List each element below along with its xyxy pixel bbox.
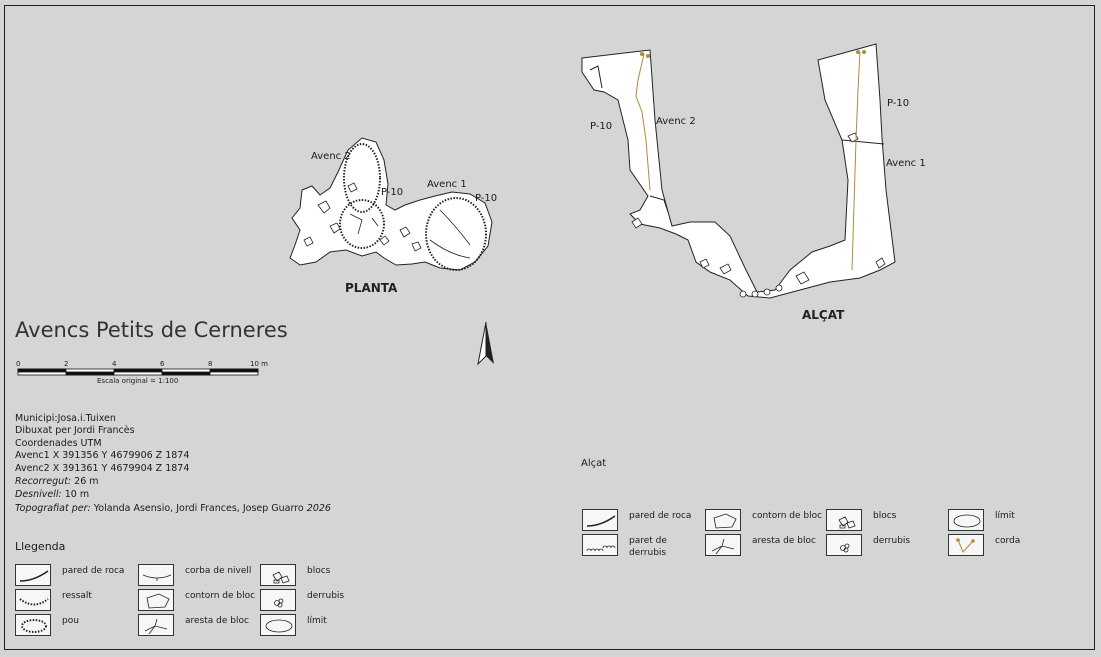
plan-p10-label-2: P-10 [475, 193, 498, 204]
plan-label: PLANTA [345, 281, 398, 295]
info-avenc2-coords: Avenc2 X 391361 Y 4679904 Z 1874 [15, 462, 190, 474]
plan-view [289, 137, 493, 271]
topo-names: Yolanda Asensio, Jordi Frances, Josep Gu… [90, 502, 307, 514]
topo-year: 2026 [306, 502, 331, 514]
plan-avenc2-label: Avenc 2 [311, 151, 351, 162]
section-p10-label-2: P-10 [887, 98, 910, 109]
scale-bar [17, 368, 259, 376]
info-coordenades: Coordenades UTM [15, 437, 102, 449]
info-dibuixat: Dibuxat per Jordi Francès [15, 425, 135, 437]
legend2-heading: Alçat [581, 458, 607, 469]
scale-tick: 2 [64, 360, 69, 368]
rope-lines [635, 51, 861, 271]
scale-tick: 4 [112, 360, 117, 368]
scale-tick: 10 m [250, 360, 268, 368]
desnivell-value: 10 m [61, 489, 90, 501]
plan-p10-label-1: P-10 [381, 187, 404, 198]
scale-caption: Escala original = 1:100 [97, 377, 179, 385]
recorregut-value: 26 m [71, 476, 99, 488]
north-arrow-icon [477, 321, 494, 366]
desnivell-label: Desnivell: [15, 489, 62, 501]
info-avenc1-coords: Avenc1 X 391356 Y 4679906 Z 1874 [15, 450, 190, 462]
section-p10-label-1: P-10 [590, 121, 613, 132]
scale-tick: 8 [208, 360, 213, 368]
map-frame [4, 5, 1095, 650]
scale-tick: 0 [16, 360, 21, 368]
topo-label: Topografiat per: [15, 502, 91, 514]
recorregut-label: Recorregut: [15, 476, 72, 488]
scale-tick: 6 [160, 360, 165, 368]
section-avenc1-label: Avenc 1 [886, 158, 926, 169]
plan-avenc1-label: Avenc 1 [427, 179, 467, 190]
rope-anchors [640, 50, 866, 58]
info-block: Municipi:Josa.i.Tuixen Dibuxat per Jordi… [15, 413, 331, 515]
info-municipi: Municipi:Josa.i.Tuixen [15, 413, 116, 424]
map-title: Avencs Petits de Cerneres [15, 318, 288, 342]
section-label: ALÇAT [802, 308, 845, 322]
legend-heading: Llegenda [15, 540, 66, 553]
section-view [581, 43, 896, 299]
section-avenc2-label: Avenc 2 [656, 116, 696, 127]
